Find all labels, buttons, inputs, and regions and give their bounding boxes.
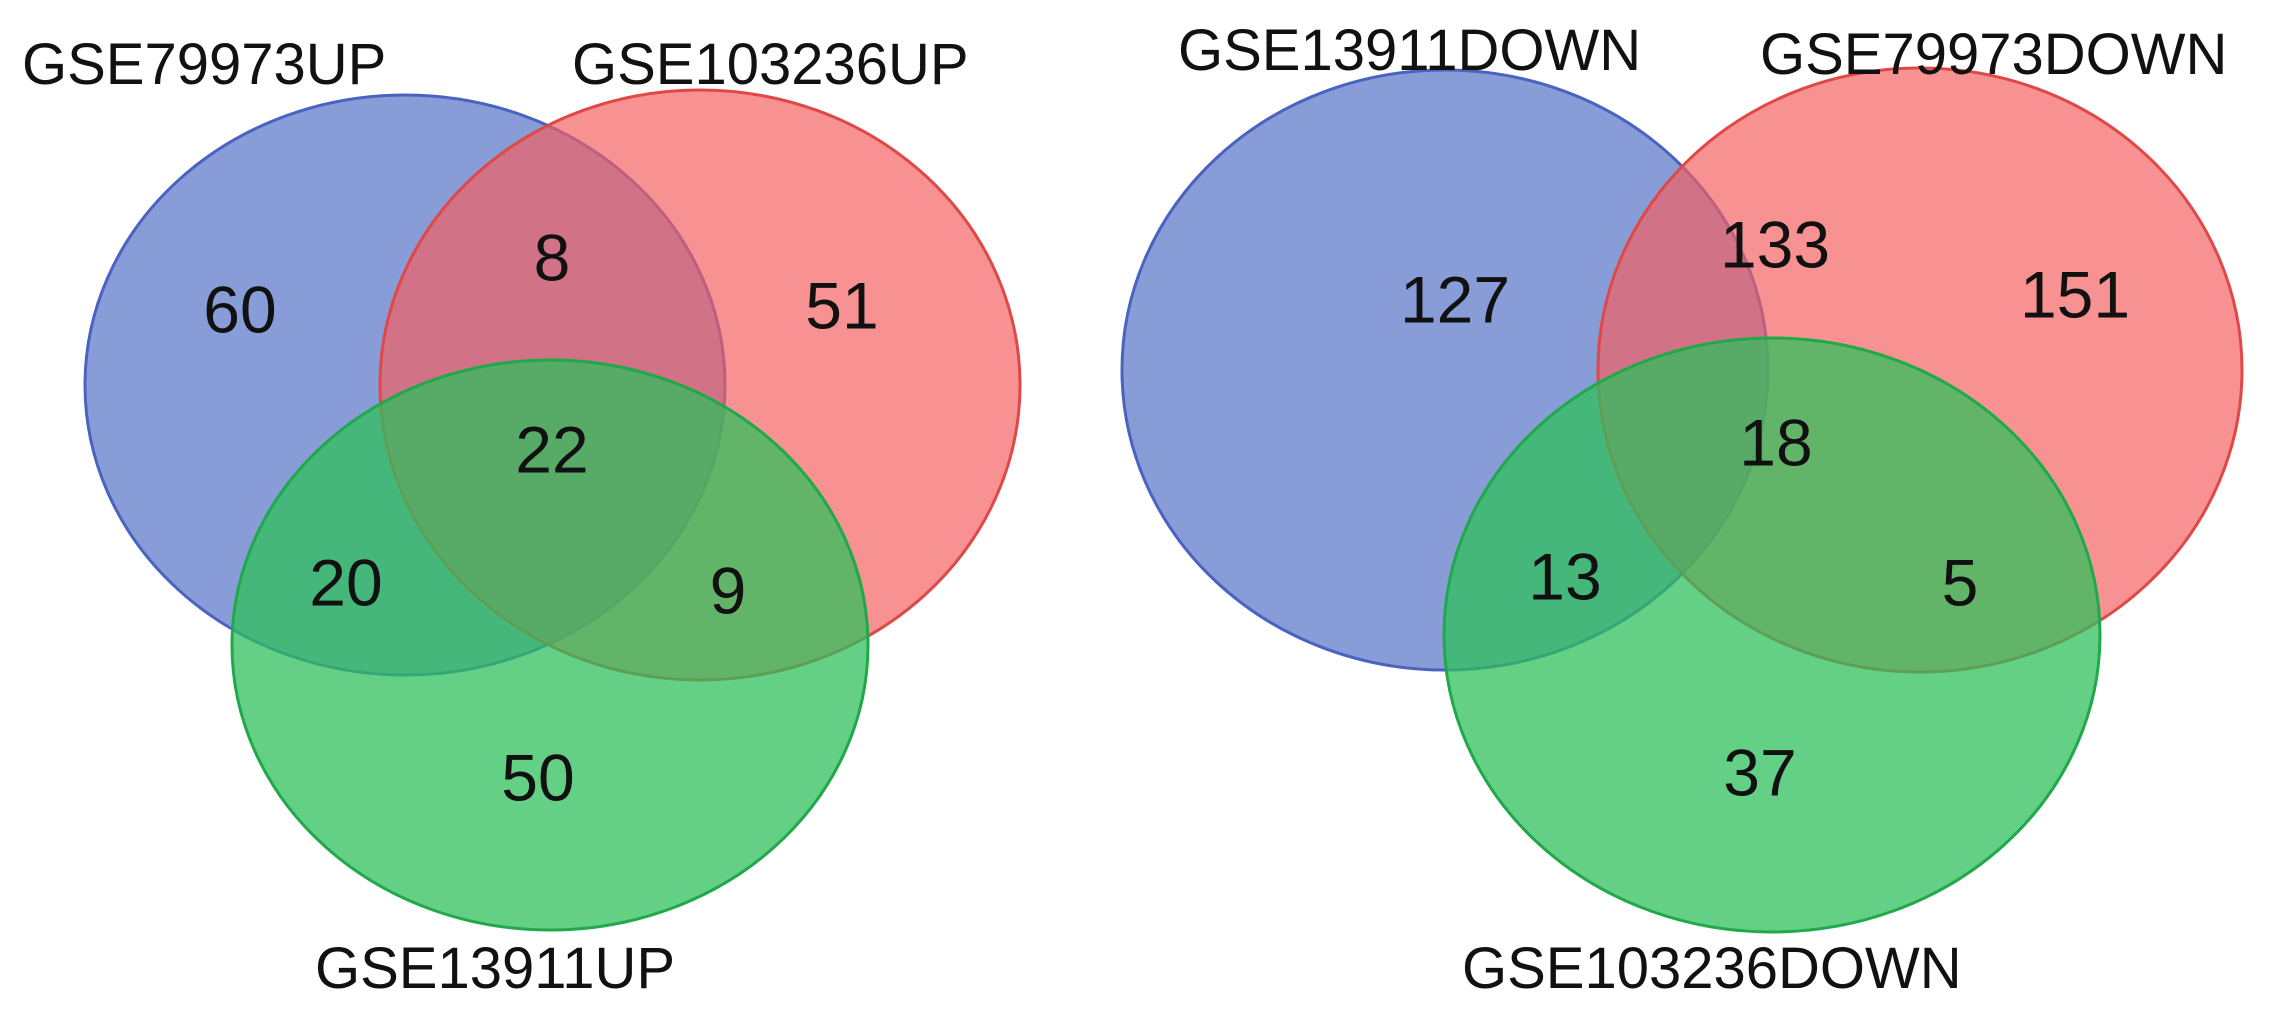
region-count-up-intersect-all: 22 <box>515 412 588 486</box>
region-count-up-intersect-79973-103236: 8 <box>534 220 571 294</box>
set-label-gse13911up: GSE13911UP <box>315 936 675 1001</box>
region-count-gse13911down-only: 127 <box>1400 262 1510 336</box>
region-count-gse13911up-only: 50 <box>501 740 574 814</box>
set-label-gse103236down: GSE103236DOWN <box>1462 936 1962 1001</box>
region-count-gse79973up-only: 60 <box>203 272 276 346</box>
region-count-up-intersect-79973-13911: 20 <box>309 545 382 619</box>
set-label-gse79973down: GSE79973DOWN <box>1760 22 2227 87</box>
region-count-up-intersect-103236-13911: 9 <box>710 553 747 627</box>
region-count-down-intersect-13911-79973: 133 <box>1720 207 1830 281</box>
region-count-down-intersect-13911-103236: 13 <box>1528 539 1601 613</box>
venn-diagram-down: GSE13911DOWN GSE79973DOWN GSE103236DOWN … <box>1120 18 2244 1001</box>
venn-diagram-up: GSE79973UP GSE103236UP GSE13911UP 60 8 5… <box>22 32 1022 1001</box>
region-count-gse79973down-only: 151 <box>2020 257 2130 331</box>
region-count-down-intersect-79973-103236: 5 <box>1942 545 1979 619</box>
region-count-gse103236down-only: 37 <box>1723 735 1796 809</box>
set-label-gse13911down: GSE13911DOWN <box>1178 18 1641 83</box>
set-label-gse79973up: GSE79973UP <box>22 32 386 97</box>
region-count-gse103236up-only: 51 <box>805 268 878 342</box>
region-count-down-intersect-all: 18 <box>1739 405 1812 479</box>
set-circle-gse103236down <box>1442 336 2102 934</box>
set-label-gse103236up: GSE103236UP <box>572 32 969 97</box>
set-circle-gse13911up <box>230 358 870 932</box>
